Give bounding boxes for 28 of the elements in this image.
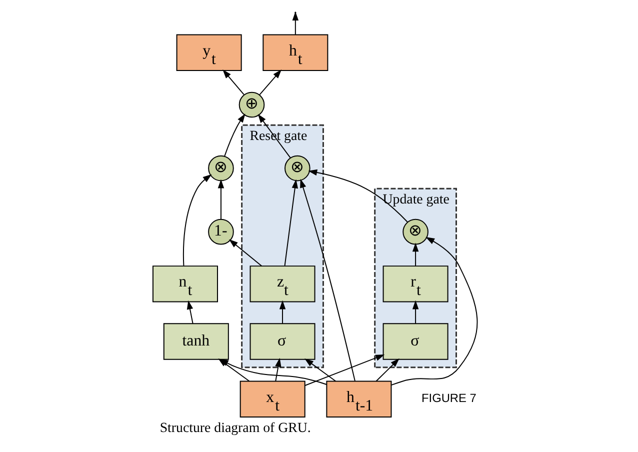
- arrow: [182, 174, 212, 266]
- node-circle: ⊕: [238, 92, 265, 118]
- arrow: [308, 169, 408, 223]
- node-circle: ⊗: [208, 155, 234, 182]
- arrow: [284, 179, 298, 266]
- arrow: [376, 358, 400, 382]
- caption: Structure diagram of GRU.: [160, 421, 311, 436]
- node-box: tanh: [163, 323, 229, 360]
- arrow: [412, 242, 419, 266]
- arrow: [186, 300, 194, 324]
- arrow: [222, 70, 244, 96]
- arrow: [304, 358, 336, 382]
- arrow: [218, 179, 224, 220]
- arrow: [279, 300, 286, 324]
- node-circle: ⊗: [402, 218, 428, 245]
- node-circle: ⊗: [284, 155, 310, 182]
- arrow: [412, 300, 419, 324]
- arrow: [300, 178, 356, 382]
- arrow: [259, 70, 282, 96]
- node-box: σ: [382, 323, 448, 360]
- node-box: σ: [250, 323, 316, 360]
- node-circle: 1-: [208, 218, 234, 245]
- arrow: [304, 354, 385, 386]
- arrow: [224, 114, 246, 157]
- arrow: [275, 358, 282, 382]
- arrow: [228, 239, 262, 266]
- arrow: [390, 237, 478, 386]
- label: FIGURE 7: [421, 391, 476, 406]
